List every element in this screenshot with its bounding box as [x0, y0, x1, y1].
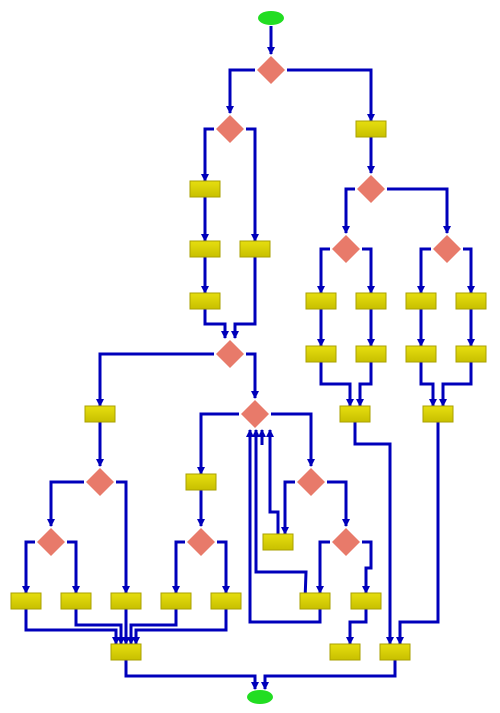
end-terminal [247, 690, 273, 704]
connector-arrow-39 [172, 540, 185, 594]
process-node-16 [422, 405, 454, 423]
connector-arrow-31 [396, 422, 440, 645]
connector-arrow-30 [353, 422, 394, 645]
process-node-24 [299, 592, 331, 610]
connector-arrow-11 [317, 247, 330, 294]
process-node-17 [185, 473, 217, 491]
decision-node-11 [187, 528, 215, 556]
decision-node-5 [433, 235, 461, 263]
process-node-21 [110, 592, 142, 610]
decision-node-3 [357, 175, 385, 203]
connector-arrow-15 [203, 309, 229, 339]
connector-arrow-40 [217, 540, 230, 594]
connector-arrow-14 [463, 247, 475, 294]
process-node-27 [329, 643, 361, 661]
start-terminal [258, 11, 284, 25]
connector-arrow-24 [356, 362, 373, 407]
process-node-9 [455, 292, 487, 310]
connector-arrow-4 [201, 127, 214, 182]
connector-arrow-25 [419, 362, 437, 407]
connector-arrow-52 [124, 660, 259, 690]
connector-arrow-43 [266, 429, 280, 534]
connector-arrow-32 [47, 480, 84, 527]
process-node-5 [189, 292, 221, 310]
process-node-18 [262, 533, 294, 551]
process-node-23 [210, 592, 242, 610]
connector-group [22, 26, 475, 690]
node-group [10, 11, 487, 704]
decision-node-2 [216, 115, 244, 143]
decision-node-9 [297, 468, 325, 496]
process-node-28 [379, 643, 411, 661]
decision-node-1 [257, 56, 285, 84]
connector-arrow-42 [362, 540, 373, 594]
connector-arrow-3 [287, 68, 375, 122]
process-node-8 [405, 292, 437, 310]
connector-arrow-27 [197, 412, 239, 475]
process-node-15 [339, 405, 371, 423]
connector-arrow-51 [132, 609, 228, 645]
process-node-1 [355, 120, 387, 138]
process-node-12 [405, 345, 437, 363]
process-node-19 [10, 592, 42, 610]
connector-arrow-22 [246, 352, 259, 399]
process-node-7 [355, 292, 387, 310]
decision-node-10 [37, 528, 65, 556]
process-node-25 [350, 592, 382, 610]
connector-arrow-37 [22, 540, 35, 594]
process-node-13 [455, 345, 487, 363]
process-node-26 [110, 643, 142, 661]
connector-arrow-50 [127, 609, 178, 645]
connector-arrow-48 [74, 609, 125, 645]
decision-node-7 [241, 400, 269, 428]
connector-arrow-5 [246, 127, 259, 242]
process-node-11 [355, 345, 387, 363]
connector-arrow-7 [342, 187, 355, 234]
process-node-2 [189, 180, 221, 198]
connector-arrow-46 [346, 609, 368, 645]
connector-arrow-2 [226, 68, 255, 114]
connector-arrow-44 [246, 429, 322, 624]
connector-arrow-47 [24, 609, 120, 645]
connector-arrow-16 [231, 257, 257, 339]
connector-arrow-8 [387, 187, 451, 234]
connector-arrow-33 [116, 480, 130, 594]
process-node-20 [60, 592, 92, 610]
process-node-4 [239, 240, 271, 258]
connector-arrow-53 [261, 660, 397, 690]
process-node-6 [305, 292, 337, 310]
process-node-3 [189, 240, 221, 258]
connector-arrow-26 [439, 362, 473, 407]
decision-node-4 [332, 235, 360, 263]
connector-arrow-21 [96, 352, 214, 407]
decision-node-12 [332, 528, 360, 556]
connector-arrow-41 [316, 540, 330, 594]
connector-arrow-38 [67, 540, 80, 594]
process-node-10 [305, 345, 337, 363]
connector-arrow-23 [319, 362, 354, 407]
decision-node-6 [216, 340, 244, 368]
connector-arrow-45 [252, 429, 308, 602]
connector-arrow-36 [327, 480, 350, 527]
process-node-14 [84, 405, 116, 423]
connector-arrow-35 [281, 480, 295, 535]
decision-node-8 [86, 468, 114, 496]
connector-arrow-13 [417, 247, 431, 294]
connector-arrow-12 [362, 247, 375, 294]
connector-arrow-28 [271, 412, 315, 467]
process-node-22 [160, 592, 192, 610]
